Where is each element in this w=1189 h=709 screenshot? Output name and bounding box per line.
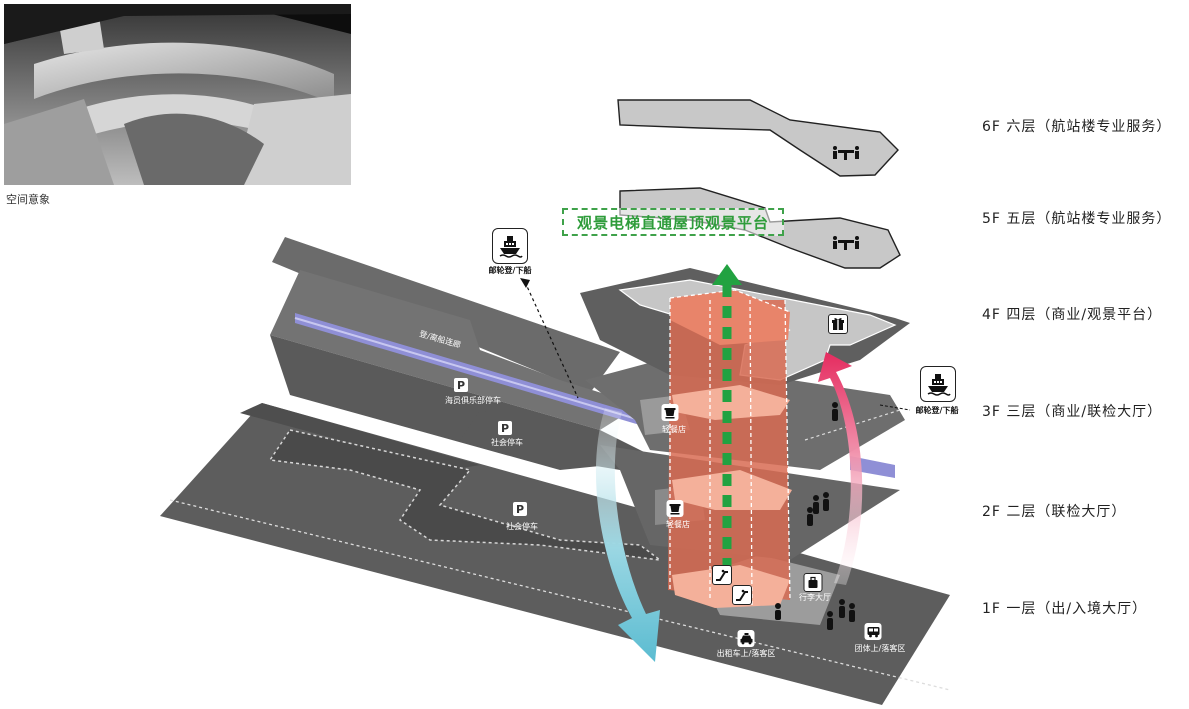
baggage-hall-label: 行李大厅 <box>799 593 831 602</box>
core-3f <box>672 470 792 510</box>
taxi-label: 出租车上/落客区 <box>716 649 776 658</box>
dining-table-icon <box>833 236 859 250</box>
elevator-banner: 观景电梯直通屋顶观景平台 <box>562 208 784 236</box>
parking-zone-1f <box>268 429 663 562</box>
ship-boarding-label-top: 邮轮登/下船 <box>488 266 532 275</box>
group-bus-label: 团体上/落客区 <box>854 644 906 653</box>
floor-label-1f: 1F 一层（出/入境大厅） <box>982 601 1148 617</box>
floor-label-3f: 3F 三层（商业/联检大厅） <box>982 404 1163 420</box>
ship-icon <box>920 366 956 402</box>
crew-parking-label: 海员俱乐部停车 <box>445 396 501 405</box>
ship-icon <box>492 228 528 264</box>
core-1f <box>672 565 790 608</box>
spatial-image <box>4 4 351 185</box>
cafe-label-upper: 轻餐店 <box>662 425 686 434</box>
elevator-arrow-head <box>712 264 742 285</box>
social-parking-label-a: 社会停车 <box>491 438 523 447</box>
slab-1f-road <box>240 403 480 470</box>
floor-label-2f: 2F 二层（联检大厅） <box>982 504 1127 520</box>
ship-boarding-label-right: 邮轮登/下船 <box>915 406 959 415</box>
boarding-bridge-right <box>850 456 895 478</box>
floor-label-4f: 4F 四层（商业/观景平台） <box>982 307 1163 323</box>
parking-icon: P <box>513 502 527 516</box>
taxi-icon <box>737 630 755 647</box>
floor-label-5f: 5F 五层（航站楼专业服务） <box>982 211 1172 227</box>
core-2f <box>672 385 790 420</box>
core-body <box>668 300 790 600</box>
luggage-icon <box>803 573 823 592</box>
teal-descent-arrow <box>595 408 660 662</box>
escalator-icon <box>712 565 732 585</box>
coffee-cup-icon <box>666 500 684 517</box>
cafe-label-lower: 轻餐店 <box>666 520 690 529</box>
person-icon <box>775 402 855 630</box>
floor-label-6f: 6F 六层（航站楼专业服务） <box>982 119 1172 135</box>
dining-table-icon <box>833 146 859 160</box>
parking-icon: P <box>454 378 468 392</box>
escalator-icon <box>732 585 752 605</box>
slab-1f <box>160 403 950 705</box>
spatial-image-render <box>4 4 351 185</box>
spatial-image-caption: 空间意象 <box>6 193 50 206</box>
social-parking-label-b: 社会停车 <box>506 522 538 531</box>
slab-6f <box>617 99 899 177</box>
coffee-cup-icon <box>661 404 679 421</box>
pink-ascent-arrow <box>818 352 863 585</box>
gift-shop-icon <box>828 314 848 334</box>
bus-icon <box>864 623 882 640</box>
parking-icon: P <box>498 421 512 435</box>
